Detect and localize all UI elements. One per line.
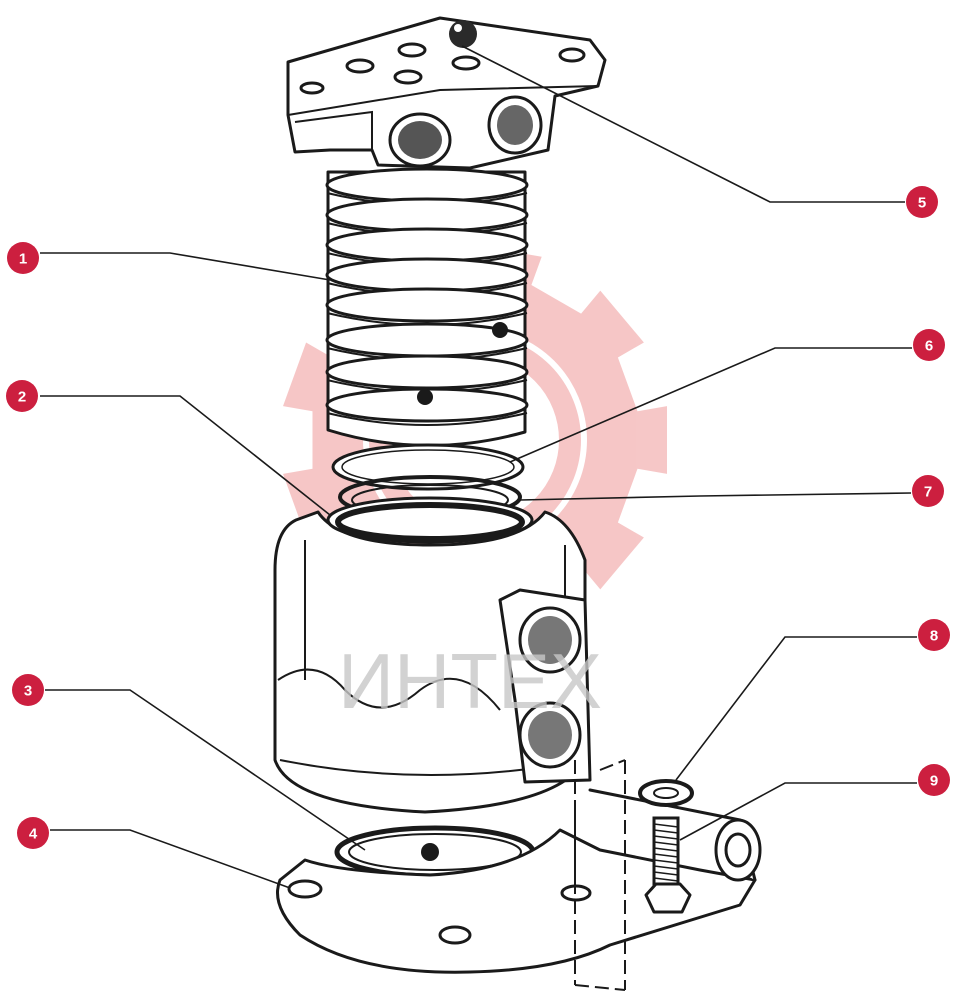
shaft-groove-ring <box>325 197 529 233</box>
leader-line-8 <box>675 636 917 781</box>
watermark-text: ИНТЕХ <box>338 637 602 725</box>
callout-5: 5 <box>906 186 938 218</box>
callout-3: 3 <box>12 674 44 706</box>
base-flange-4 <box>276 788 762 974</box>
callout-1: 1 <box>7 242 39 274</box>
bolt-thread <box>653 865 679 870</box>
callout-badge <box>7 242 39 274</box>
callout-2: 2 <box>6 380 38 412</box>
callout-badge <box>17 817 49 849</box>
leader-lines <box>40 45 917 889</box>
callout-number: 8 <box>930 628 938 645</box>
bolt-thread <box>653 835 679 840</box>
callout-9: 9 <box>918 764 950 796</box>
bolt-thread <box>653 823 679 828</box>
callout-number: 1 <box>19 251 27 268</box>
callout-number: 3 <box>24 683 32 700</box>
callout-number: 9 <box>930 773 938 790</box>
callout-number: 6 <box>925 338 933 355</box>
reference-plane <box>574 759 626 991</box>
shaft-groove-ring <box>325 257 529 293</box>
callout-8: 8 <box>918 619 950 651</box>
bolt-thread <box>653 853 679 858</box>
washer-8 <box>638 779 694 807</box>
leader-line-4 <box>50 829 291 889</box>
shaft-groove-ring <box>325 387 529 423</box>
callout-badge <box>913 329 945 361</box>
leader-line-6 <box>509 347 912 463</box>
shaft-groove-ring <box>325 354 529 390</box>
callout-4: 4 <box>17 817 49 849</box>
callout-badge <box>912 475 944 507</box>
leader-line-7 <box>519 492 912 501</box>
callout-number: 4 <box>29 826 38 843</box>
bolt-thread <box>653 871 679 876</box>
shaft-groove-line <box>326 412 528 426</box>
bolt-thread <box>653 841 679 846</box>
shaft-groove-ring <box>325 167 529 203</box>
callout-number: 7 <box>924 484 932 501</box>
ball-plug <box>449 20 477 48</box>
leader-line-3 <box>45 689 366 851</box>
callout-7: 7 <box>912 475 944 507</box>
callouts: 1 2 3 4 5 6 7 8 9 <box>6 186 950 849</box>
bolt-thread <box>653 877 679 882</box>
callout-badge <box>12 674 44 706</box>
leader-line-1 <box>40 252 331 281</box>
rotary-shaft-with-seal-rings <box>325 167 529 448</box>
callout-6: 6 <box>913 329 945 361</box>
bolt-thread <box>653 829 679 834</box>
housing-body <box>273 496 592 814</box>
callout-badge <box>918 619 950 651</box>
leader-line-5 <box>461 45 905 203</box>
callout-number: 5 <box>918 195 926 212</box>
callout-number: 2 <box>18 389 26 406</box>
top-head-block <box>286 16 607 170</box>
bolt-thread <box>653 859 679 864</box>
callout-badge <box>6 380 38 412</box>
leader-line-9 <box>679 782 917 841</box>
shaft-groove-ring <box>325 227 529 263</box>
leader-line-2 <box>40 395 331 516</box>
bolt-thread <box>653 847 679 852</box>
callout-badge <box>906 186 938 218</box>
bolt-9 <box>644 816 692 914</box>
callout-badge <box>918 764 950 796</box>
shaft-groove-ring <box>325 287 529 323</box>
